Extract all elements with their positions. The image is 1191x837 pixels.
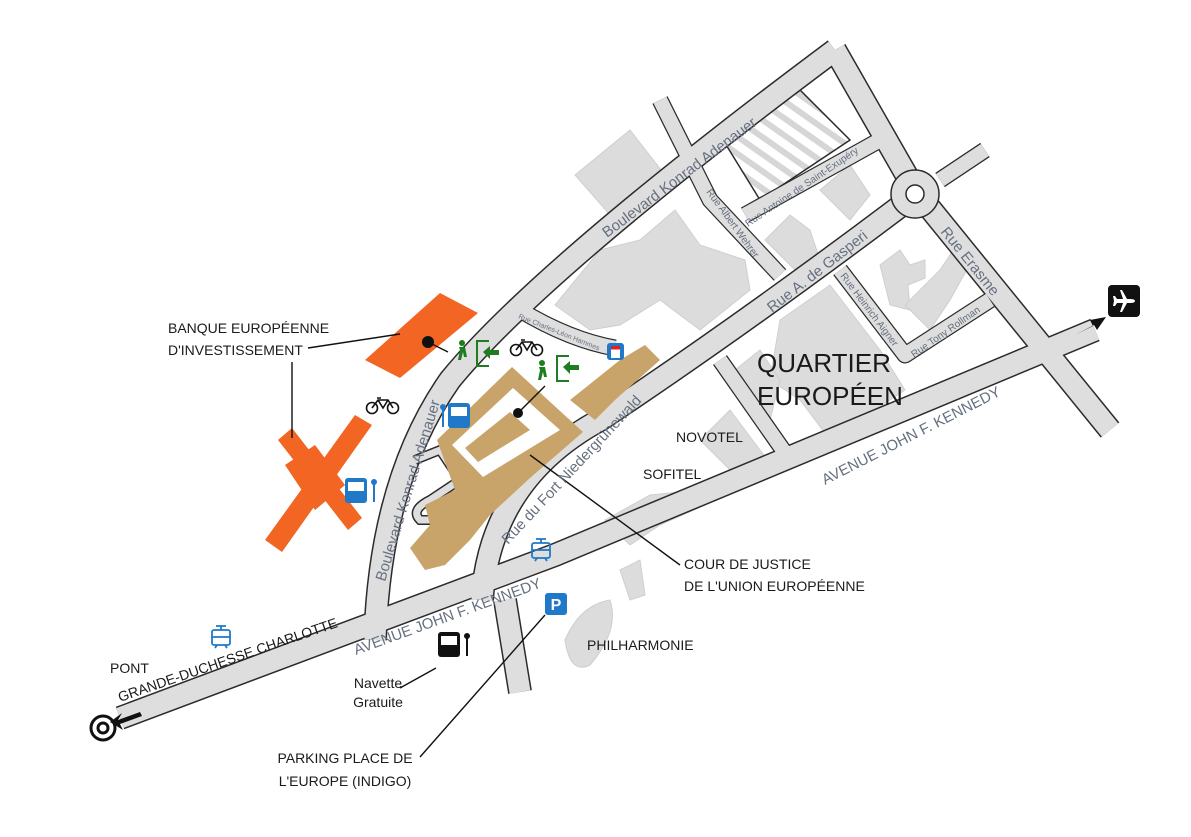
bicycle-icon [365,397,400,415]
bei-building-core [285,445,345,510]
bei-label: D'INVESTISSEMENT [168,342,303,358]
bei-building-north [365,293,478,378]
bus-stop-icon [345,478,377,503]
sofitel-label: SOFITEL [643,466,702,482]
shuttle-bus-stop-icon [438,632,470,657]
pedestrian-icon [458,340,467,360]
tram-icon [531,538,551,562]
bei-buildings [265,293,478,552]
navette-label: Navette [354,675,402,691]
road-fills [116,41,1119,728]
entrance-arrow-icon [556,355,579,382]
tram-icon [211,625,231,649]
roads [115,40,1120,730]
icons: P [89,285,1140,742]
court-label: DE L'UNION EUROPÉENNE [684,578,865,594]
building [819,164,871,221]
building [764,214,821,276]
court-label: COUR DE JUSTICE [684,556,811,572]
bicycle-icon [509,339,544,357]
court-of-justice-building [410,345,660,570]
leader-lines [291,333,681,758]
entrance-arrow-icon [476,340,499,367]
court-annex [570,345,660,420]
philharmonie-building [564,599,613,668]
city-direction-arrow-icon [110,712,142,730]
building [554,209,751,331]
parking-label: L'EUROPE (INDIGO) [279,773,412,789]
quartier-label: EUROPÉEN [757,381,903,411]
bei-label: BANQUE EUROPÉENNE [168,320,329,336]
parking-icon: P [545,593,567,615]
philharmonie-label: PHILHARMONIE [587,637,694,653]
airplane-icon [1108,285,1140,317]
target-icon [89,714,117,742]
buildings [554,84,976,668]
dead-end-icon [607,343,624,360]
parking-icon-letter: P [551,597,562,614]
quartier-label: QUARTIER [757,348,891,378]
pedestrian-icon [538,360,547,380]
building [879,249,926,311]
airport-direction-arrow-icon [1075,317,1106,335]
parking-label: PARKING PLACE DE [277,750,412,766]
pont-label: PONT [110,660,149,676]
navette-label: Gratuite [353,694,403,710]
building [619,559,646,601]
bus-stop-icon [440,403,470,428]
novotel-label: NOVOTEL [676,429,743,445]
roundabout [890,169,940,219]
